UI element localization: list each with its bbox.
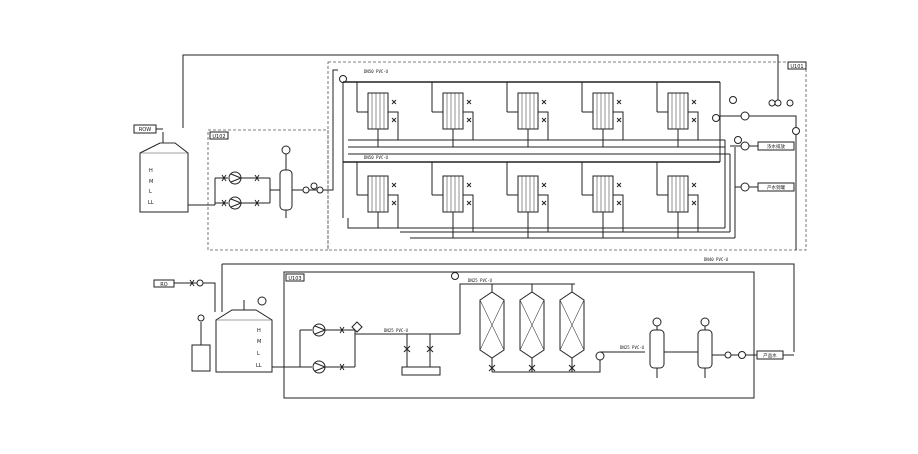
u103-line-label-b: DN25 PVC-U (468, 278, 493, 283)
svg-text:M: M (257, 339, 261, 345)
membrane-stack-l4 (581, 162, 624, 238)
svg-text:ROW: ROW (139, 127, 151, 133)
feed-inlet-label: ROW (133, 124, 163, 134)
svg-text:RO: RO (160, 282, 167, 288)
top-return-line (182, 54, 779, 128)
column-bottom-valves (488, 364, 576, 372)
svg-text:U102: U102 (212, 134, 225, 140)
chem-inlet-valves (189, 279, 204, 287)
u102-instrument-group (302, 182, 324, 194)
membrane-stack-l2 (431, 162, 474, 238)
u102-pump-2 (215, 196, 270, 210)
svg-text:产水到罐: 产水到罐 (767, 184, 785, 191)
u103-pump-1 (299, 323, 355, 367)
svg-text:产品水: 产品水 (763, 352, 777, 359)
u101-lower-header-label: DN50 PVC-U (364, 155, 389, 160)
u103-pump-valves (339, 326, 345, 371)
u102-pressure-gauge (281, 145, 291, 172)
unit-boundary-u103 (283, 271, 755, 399)
membrane-stack-l3 (506, 162, 549, 238)
membrane-stack-u4 (581, 82, 624, 147)
u103-pump-2 (300, 360, 355, 374)
u102-valves (221, 174, 260, 207)
membrane-stack-u3 (506, 82, 549, 147)
u102-pump-discharge (269, 178, 280, 203)
chem-inlet-line (174, 282, 216, 312)
u101-right-collector (719, 82, 736, 238)
outlet-tag-1: 浓水排放 (757, 141, 795, 151)
feed-tank (139, 132, 189, 213)
dosing-tank (191, 314, 211, 372)
u101-upper-header-label: DN50 PVC-U (364, 69, 389, 74)
svg-text:LL: LL (148, 200, 154, 206)
membrane-stack-u1 (356, 82, 399, 147)
unit-tag-u101: U101 (787, 61, 807, 70)
link-to-u103 (222, 263, 795, 352)
membrane-stack-l1 (356, 162, 399, 228)
svg-text:H: H (257, 328, 261, 334)
product-tank (215, 296, 273, 373)
product-tank-level-labels: H M L LL (256, 328, 262, 369)
svg-text:U101: U101 (790, 64, 803, 70)
membrane-stack-l5 (656, 162, 699, 238)
u103-header-gauge (451, 272, 459, 280)
outlet-tag-2: 产水到罐 (757, 182, 795, 192)
membrane-stack-u5 (656, 82, 699, 147)
u101-lower-return-1 (347, 218, 725, 229)
svg-text:H: H (149, 168, 153, 174)
return-line-label: DN40 PVC-U (704, 257, 729, 262)
polishing-filter-2 (697, 317, 713, 378)
u103-dosing-skid (401, 334, 441, 376)
ion-exchange-column-2 (519, 284, 545, 372)
u103-final-gauges (724, 351, 746, 359)
feed-tank-level-labels: H M L LL (148, 168, 154, 206)
u102-pump-1 (214, 171, 270, 205)
u103-line-label-a: DN25 PVC-U (384, 328, 409, 333)
unit-tag-u102: U102 (209, 131, 229, 140)
ion-exchange-column-3 (559, 284, 585, 372)
u103-line-label-c: DN25 PVC-U (620, 345, 645, 350)
svg-text:L: L (149, 189, 152, 195)
membrane-stack-u2 (431, 82, 474, 147)
svg-text:U103: U103 (288, 276, 301, 282)
ion-exchange-column-1 (479, 284, 505, 372)
svg-text:L: L (257, 351, 260, 357)
unit-boundary-u101 (327, 61, 807, 251)
u103-pressure-indicator (351, 321, 363, 333)
chem-inlet-tag: RO (153, 279, 175, 288)
polishing-filter-1 (649, 317, 665, 378)
u101-outlet-lines (720, 90, 797, 188)
u103-outlet-gauge (595, 351, 605, 361)
svg-text:M: M (149, 179, 153, 185)
unit-tag-u103: U103 (285, 273, 305, 282)
u103-column-outlet (492, 352, 601, 373)
u101-feed-riser (328, 69, 338, 191)
u103-column-header (459, 283, 492, 334)
svg-text:浓水排放: 浓水排放 (767, 143, 785, 150)
product-outlet-tag: 产品水 (756, 350, 784, 360)
svg-text:LL: LL (256, 363, 262, 369)
u102-cartridge-filter (279, 169, 293, 218)
